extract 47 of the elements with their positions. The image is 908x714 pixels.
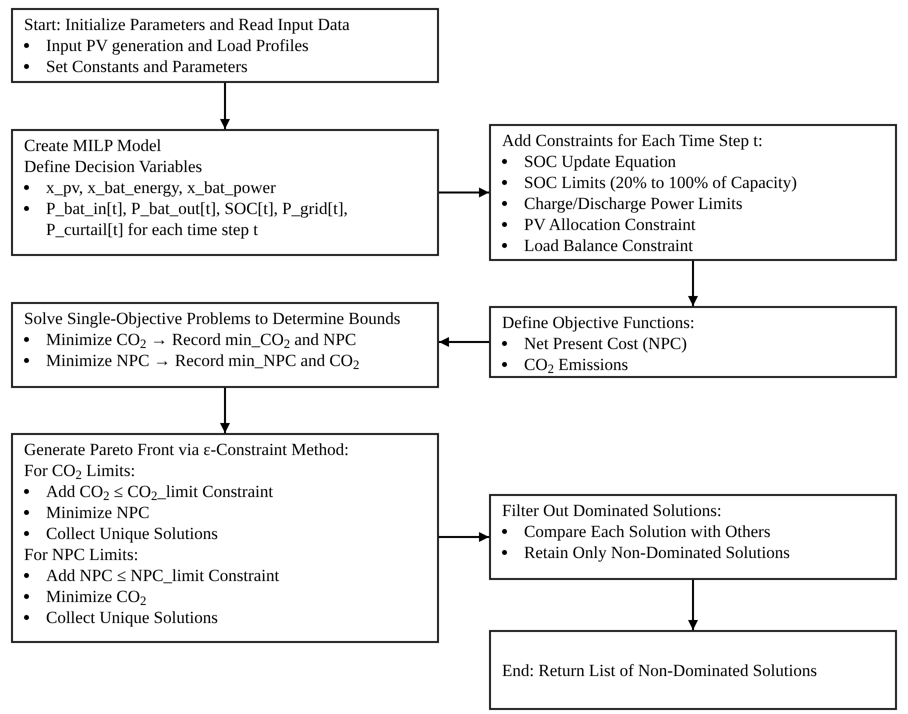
step-heading: Generate Pareto Front via ε-Constraint Method:	[24, 439, 350, 460]
arrow	[439, 188, 489, 198]
step-heading: Filter Out Dominated Solutions:	[502, 500, 723, 521]
bullet-text: Minimize NPC → Record min_NPC and CO$_{2}$	[46, 350, 360, 371]
process-box	[489, 494, 897, 580]
arrow	[439, 532, 489, 542]
bullet-text: Add CO$_{2}$ ≤ CO$_{2}$_limit Constraint	[46, 481, 274, 502]
bullet-text: Net Present Cost (NPC)	[524, 333, 687, 354]
bullet-text: Minimize CO$_{2}$	[46, 586, 146, 607]
step-heading: Start: Initialize Parameters and Read Input Data	[24, 14, 351, 35]
bullet-text: Set Constants and Parameters	[46, 56, 248, 77]
step-heading: Add Constraints for Each Time Step t:	[502, 130, 764, 151]
bullet-text: Collect Unique Solutions	[46, 523, 218, 544]
step-heading: Define Objective Functions:	[502, 312, 696, 333]
bullet-text: Charge/Discharge Power Limits	[524, 193, 742, 214]
arrow	[220, 388, 230, 433]
process-box	[11, 433, 439, 643]
bullet-text: SOC Limits (20% to 100% of Capacity)	[524, 172, 797, 193]
bullet-text: SOC Update Equation	[524, 151, 676, 172]
process-box	[11, 129, 439, 256]
process-box	[11, 302, 439, 388]
bullet-text: PV Allocation Constraint	[524, 214, 696, 235]
step-heading: For NPC Limits:	[24, 544, 140, 565]
step-heading: End: Return List of Non-Dominated Solutions	[502, 660, 818, 680]
arrow	[688, 580, 698, 630]
process-box	[489, 124, 897, 261]
bullet-text: Retain Only Non-Dominated Solutions	[524, 542, 790, 563]
arrow	[688, 261, 698, 306]
step-heading: For CO$_{2}$ Limits:	[24, 460, 136, 481]
bullet-text: Minimize NPC	[46, 502, 150, 523]
bullet-text: Minimize CO$_{2}$ → Record min_CO$_{2}$ and NPC	[46, 329, 356, 350]
arrow	[439, 337, 489, 347]
step-heading: Solve Single-Objective Problems to Determine Bounds	[24, 308, 402, 329]
bullet-text: Compare Each Solution with Others	[524, 521, 770, 542]
process-box	[489, 306, 897, 378]
process-box	[11, 8, 439, 83]
step-heading: Create MILP Model	[24, 135, 162, 156]
process-box	[489, 630, 897, 710]
bullet-text: Load Balance Constraint	[524, 235, 694, 256]
bullet-text: P_bat_in[t], P_bat_out[t], SOC[t], P_grid[t], P_curtail[t] for each time step t	[46, 198, 349, 240]
bullet-text: Input PV generation and Load Profiles	[46, 35, 309, 56]
bullet-text: x_pv, x_bat_energy, x_bat_power	[46, 177, 276, 198]
bullet-text: Add NPC ≤ NPC_limit Constraint	[46, 565, 280, 586]
bullet-text: CO$_{2}$ Emissions	[524, 354, 628, 375]
bullet-text: Collect Unique Solutions	[46, 607, 218, 628]
step-heading: Define Decision Variables	[24, 156, 204, 177]
arrow	[220, 83, 230, 129]
